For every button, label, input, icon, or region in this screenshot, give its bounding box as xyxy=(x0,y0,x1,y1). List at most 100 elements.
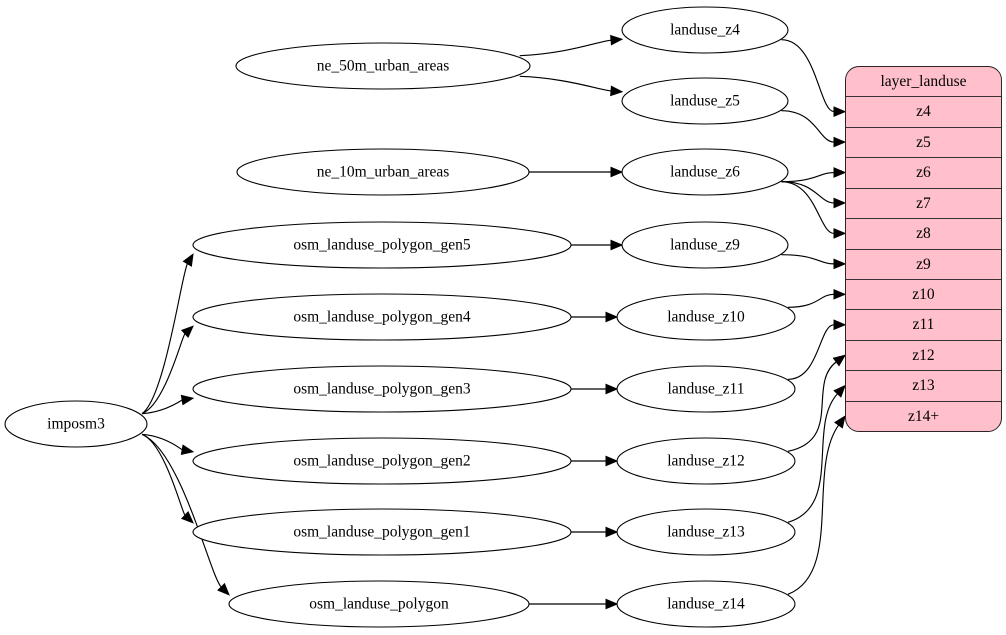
node-label: osm_landuse_polygon_gen1 xyxy=(293,524,470,541)
edge-arrowhead xyxy=(833,288,847,300)
node-imposm3[interactable]: imposm3 xyxy=(4,400,148,448)
node-shape xyxy=(616,508,796,556)
node-label: imposm3 xyxy=(47,416,105,433)
node-ne_50m_urban_areas[interactable]: ne_50m_urban_areas xyxy=(235,42,531,90)
node-shape xyxy=(616,437,796,485)
node-layer: imposm3 ne_50m_urban_areas ne_10m_urban_ar… xyxy=(4,6,796,628)
edge-arrowhead xyxy=(833,319,847,331)
edge-landuse_z9-to-layer_landuse_z9 xyxy=(781,254,847,270)
edge-arrowhead xyxy=(605,455,619,467)
node-label: landuse_z13 xyxy=(667,524,745,541)
node-label: landuse_z6 xyxy=(670,164,740,181)
edge-imposm3-to-osm_landuse_polygon_gen5 xyxy=(141,253,194,415)
node-landuse_z13[interactable]: landuse_z13 xyxy=(616,508,796,556)
node-shape xyxy=(4,400,148,448)
node-landuse_z11[interactable]: landuse_z11 xyxy=(616,365,796,413)
edge-arrowhead xyxy=(217,582,230,596)
table-row-z4[interactable]: z4 xyxy=(846,97,1001,128)
edge-ne_10m_urban_areas-to-landuse_z6 xyxy=(518,166,624,178)
node-shape xyxy=(235,42,531,90)
table-row-z7[interactable]: z7 xyxy=(846,189,1001,220)
node-shape xyxy=(616,580,796,628)
edge-arrowhead xyxy=(833,415,846,429)
edge-arrowhead xyxy=(833,384,846,398)
edge-arrowhead xyxy=(833,106,847,117)
node-landuse_z4[interactable]: landuse_z4 xyxy=(621,6,789,54)
table-row-z10[interactable]: z10 xyxy=(846,280,1001,311)
table-row-z12[interactable]: z12 xyxy=(846,341,1001,372)
node-label: landuse_z14 xyxy=(667,596,745,613)
edge-arrowhead xyxy=(180,325,194,338)
edge-arrowhead xyxy=(832,354,847,367)
edge-arrowhead xyxy=(833,167,847,178)
edge-landuse_z5-to-layer_landuse_z5 xyxy=(781,110,847,148)
node-shape xyxy=(616,293,796,341)
node-label: landuse_z4 xyxy=(670,22,740,39)
edge-imposm3-to-osm_landuse_polygon_gen3 xyxy=(141,394,195,415)
node-shape xyxy=(621,77,789,125)
node-shape xyxy=(192,508,572,556)
edge-arrowhead xyxy=(180,511,194,524)
node-osm_landuse_polygon_gen3[interactable]: osm_landuse_polygon_gen3 xyxy=(192,365,572,413)
edge-arrowhead xyxy=(833,197,847,209)
node-landuse_z10[interactable]: landuse_z10 xyxy=(616,293,796,341)
node-label: landuse_z9 xyxy=(670,237,740,254)
node-label: landuse_z10 xyxy=(667,309,745,326)
edge-landuse_z11-to-layer_landuse_z11 xyxy=(787,319,847,380)
node-label: landuse_z5 xyxy=(670,93,740,110)
node-osm_landuse_polygon_gen5[interactable]: osm_landuse_polygon_gen5 xyxy=(192,221,572,269)
node-shape xyxy=(192,221,572,269)
node-shape xyxy=(236,148,530,196)
node-shape xyxy=(192,365,572,413)
edge-landuse_z14-to-layer_landuse_z14_ xyxy=(787,415,846,595)
node-osm_landuse_polygon_gen1[interactable]: osm_landuse_polygon_gen1 xyxy=(192,508,572,556)
node-landuse_z5[interactable]: landuse_z5 xyxy=(621,77,789,125)
table-row-z11[interactable]: z11 xyxy=(846,310,1001,341)
node-shape xyxy=(616,365,796,413)
node-landuse_z12[interactable]: landuse_z12 xyxy=(616,437,796,485)
edge-arrowhead xyxy=(605,598,619,610)
table-row-z14plus[interactable]: z14+ xyxy=(907,407,940,425)
edge-imposm3-to-osm_landuse_polygon_gen2 xyxy=(141,433,195,455)
table-row-z5[interactable]: z5 xyxy=(846,128,1001,159)
node-label: landuse_z12 xyxy=(667,453,744,470)
node-osm_landuse_polygon[interactable]: osm_landuse_polygon xyxy=(228,580,530,628)
table-row-z13[interactable]: z13 xyxy=(846,371,1001,402)
node-shape xyxy=(228,580,530,628)
node-landuse_z6[interactable]: landuse_z6 xyxy=(621,148,789,196)
edge-landuse_z6-to-layer_landuse_z8 xyxy=(781,181,847,239)
edge-arrowhead xyxy=(180,444,195,455)
edge-arrowhead xyxy=(605,383,619,395)
node-ne_10m_urban_areas[interactable]: ne_10m_urban_areas xyxy=(236,148,530,196)
edge-arrowhead xyxy=(605,526,619,538)
node-landuse_z9[interactable]: landuse_z9 xyxy=(621,221,789,269)
edge-landuse_z13-to-layer_landuse_z13 xyxy=(787,384,846,523)
edge-arrowhead xyxy=(182,253,194,267)
edge-landuse_z6-to-layer_landuse_z6 xyxy=(781,167,847,183)
node-shape xyxy=(621,221,789,269)
edge-osm_landuse_polygon-to-landuse_z14 xyxy=(518,598,619,610)
edge-arrowhead xyxy=(180,394,195,406)
node-label: ne_50m_urban_areas xyxy=(317,58,450,75)
node-label: osm_landuse_polygon_gen3 xyxy=(293,381,471,398)
node-label: osm_landuse_polygon xyxy=(309,596,449,613)
table-row-z6[interactable]: z6 xyxy=(846,158,1001,189)
edge-arrowhead xyxy=(833,258,847,270)
node-label: ne_10m_urban_areas xyxy=(317,164,450,181)
node-osm_landuse_polygon_gen2[interactable]: osm_landuse_polygon_gen2 xyxy=(192,437,572,485)
edge-imposm3-to-osm_landuse_polygon xyxy=(141,433,230,596)
node-shape xyxy=(192,437,572,485)
node-label: osm_landuse_polygon_gen4 xyxy=(293,309,471,326)
edge-arrowhead xyxy=(610,239,624,251)
edge-arrowhead xyxy=(610,166,624,178)
node-osm_landuse_polygon_gen4[interactable]: osm_landuse_polygon_gen4 xyxy=(192,293,572,341)
node-shape xyxy=(621,148,789,196)
table-row-z9[interactable]: z9 xyxy=(846,250,1001,281)
node-shape xyxy=(192,293,572,341)
edge-imposm3-to-osm_landuse_polygon_gen4 xyxy=(141,325,194,415)
node-landuse_z14[interactable]: landuse_z14 xyxy=(616,580,796,628)
edge-arrowhead xyxy=(610,85,624,97)
table-row-z8[interactable]: z8 xyxy=(846,219,1001,250)
edge-ne_50m_urban_areas-to-landuse_z5 xyxy=(519,75,624,97)
